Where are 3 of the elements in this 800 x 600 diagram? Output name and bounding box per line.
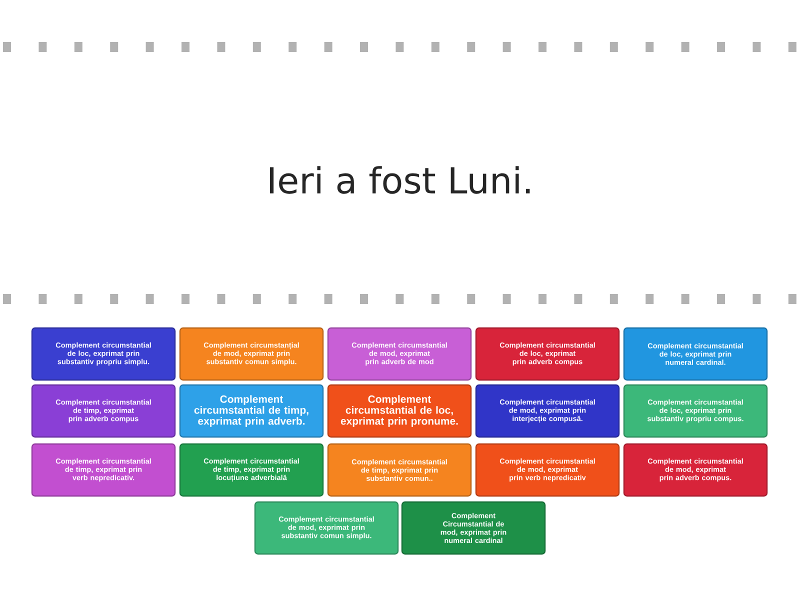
sentence-text: Ieri a fost Luni. <box>270 166 530 194</box>
answer-tile: Complement circumstantial de loc, exprimat prin pronume. <box>327 384 472 438</box>
answer-tile: Complement circumstantial de timp, exprimat prin adverb. <box>179 384 324 438</box>
